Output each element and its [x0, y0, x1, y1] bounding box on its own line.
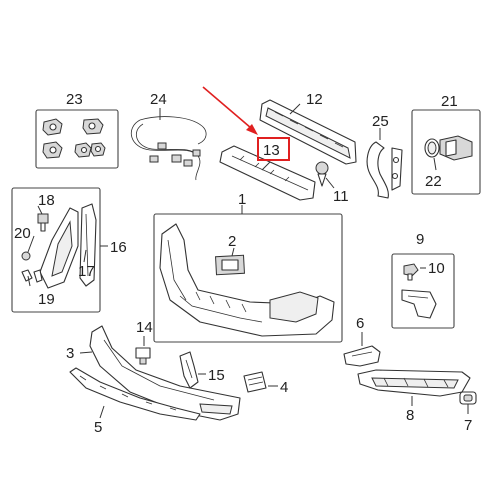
callout-16: 16 — [110, 239, 127, 256]
part-7-clip — [459, 391, 477, 414]
part-9-10-bracket-kit — [391, 253, 455, 329]
part-25-harness-bracket — [366, 128, 403, 199]
part-24-wiring-harness — [130, 108, 207, 181]
callout-10: 10 — [428, 260, 445, 277]
callout-8: 8 — [406, 407, 414, 424]
part-12-reinforcement-bar — [259, 99, 357, 165]
highlight-callout-13 — [202, 86, 290, 161]
part-15-bracket — [179, 351, 206, 389]
callout-13: 13 — [263, 142, 280, 159]
part-23-clip-kit — [35, 109, 119, 169]
part-13-energy-absorber — [219, 145, 316, 201]
part-14-mounting-clip — [135, 336, 151, 365]
callout-9: 9 — [416, 231, 424, 248]
callout-5: 5 — [94, 419, 102, 436]
part-8-skid-plate — [357, 369, 471, 406]
red-highlight-box — [257, 137, 290, 161]
callout-3: 3 — [66, 345, 74, 362]
red-arrowhead-icon — [246, 124, 258, 135]
part-11-bolt — [315, 161, 335, 189]
callout-11: 11 — [333, 188, 349, 205]
callout-19: 19 — [38, 291, 55, 308]
callout-1: 1 — [238, 191, 246, 208]
callout-4: 4 — [280, 379, 288, 396]
callout-15: 15 — [208, 367, 225, 384]
part-16-side-bracket-kit — [11, 187, 108, 313]
callout-7: 7 — [464, 417, 472, 434]
part-21-22-parking-sensor — [411, 109, 481, 195]
callout-14: 14 — [136, 319, 153, 336]
part-5-lower-trim — [69, 367, 201, 421]
part-4-bracket — [243, 371, 278, 393]
callout-21: 21 — [441, 93, 458, 110]
red-arrow-icon — [202, 86, 252, 129]
callout-24: 24 — [150, 91, 167, 108]
callout-12: 12 — [306, 91, 323, 108]
callout-17: 17 — [78, 263, 95, 280]
callout-2: 2 — [228, 233, 236, 250]
callout-18: 18 — [38, 192, 55, 209]
callout-23: 23 — [66, 91, 83, 108]
callout-20: 20 — [14, 225, 31, 242]
part-1-bumper-cover — [153, 205, 343, 343]
callout-6: 6 — [356, 315, 364, 332]
callout-22: 22 — [425, 173, 442, 190]
part-3-lower-valance — [79, 325, 241, 421]
part-6-bracket — [343, 332, 381, 367]
callout-25: 25 — [372, 113, 389, 130]
